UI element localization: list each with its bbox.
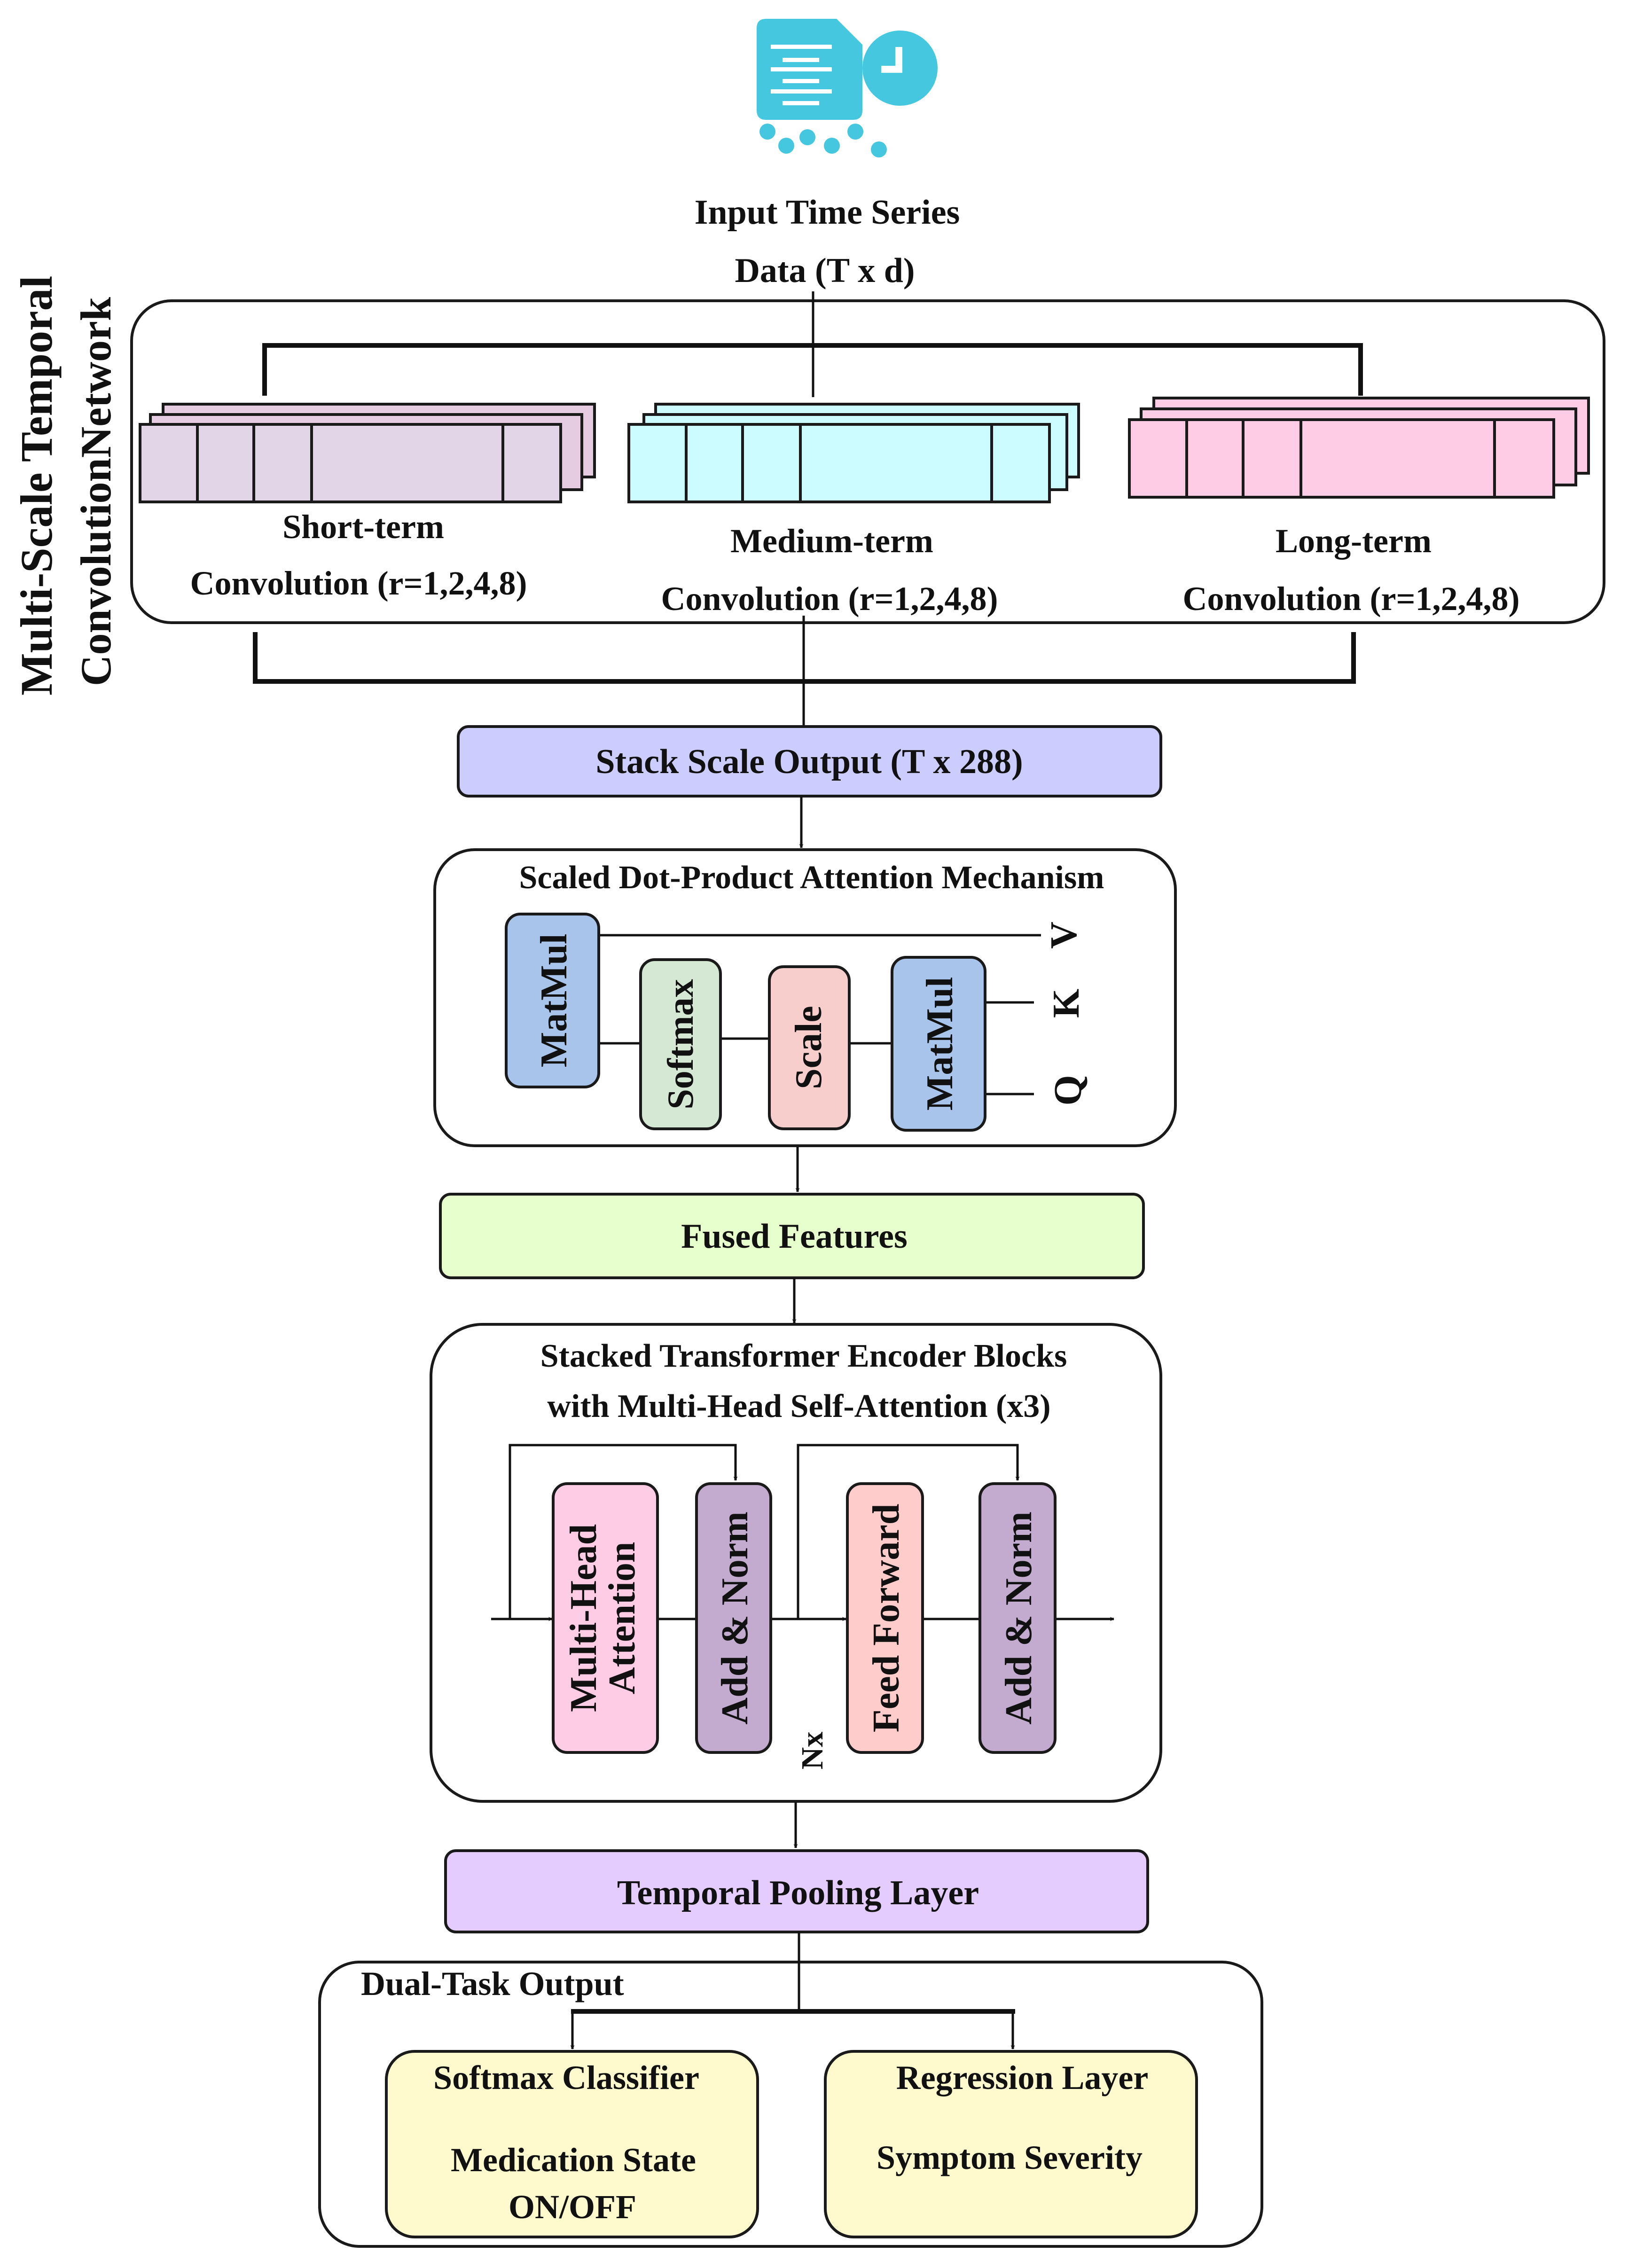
long-term-conv-block xyxy=(1128,397,1590,499)
input-timeseries-icon xyxy=(757,19,938,157)
add-norm-block-1 xyxy=(695,1482,772,1754)
dual-task-title: Dual-Task Output xyxy=(361,1965,624,2002)
multi-head-attention-label-line1: Multi-Head xyxy=(563,1524,604,1712)
stack-scale-output-label: Stack Scale Output (T x 288) xyxy=(595,743,1023,781)
on-off-label: ON/OFF xyxy=(509,2188,636,2226)
symptom-severity-label: Symptom Severity xyxy=(877,2139,1143,2176)
medium-term-conv-block xyxy=(627,403,1080,503)
tcn-side-label-line2: ConvolutionNetwork xyxy=(72,297,120,686)
fused-features-label: Fused Features xyxy=(681,1217,908,1256)
feed-forward-label: Feed Forward xyxy=(866,1504,907,1733)
medication-state-label: Medication State xyxy=(451,2141,696,2179)
softmax-block xyxy=(639,958,722,1130)
add-norm-label-2: Add & Norm xyxy=(998,1511,1040,1724)
temporal-pooling-block xyxy=(444,1849,1149,1933)
input-title-line1: Input Time Series xyxy=(695,193,960,232)
matmul-label-1: MatMul xyxy=(533,934,575,1067)
scale-label: Scale xyxy=(788,1006,830,1089)
softmax-label: Softmax xyxy=(660,979,701,1109)
medium-term-label: Medium-term xyxy=(730,522,933,560)
regression-layer-title: Regression Layer xyxy=(896,2059,1149,2096)
tcn-side-label-line1: Multi-Scale Temporal xyxy=(11,276,62,696)
stack-scale-output-block xyxy=(457,725,1162,798)
add-norm-label-1: Add & Norm xyxy=(714,1511,756,1724)
long-term-conv-label: Convolution (r=1,2,4,8) xyxy=(1182,580,1519,618)
repeat-nx-label: Nx xyxy=(795,1732,830,1770)
scale-block xyxy=(768,965,851,1130)
regression-layer-block xyxy=(824,2050,1198,2238)
feed-forward-block xyxy=(846,1482,924,1754)
transformer-title-line2: with Multi-Head Self-Attention (x3) xyxy=(547,1388,1050,1424)
softmax-classifier-block xyxy=(385,2050,759,2238)
matmul-block-2 xyxy=(891,956,986,1132)
fused-features-block xyxy=(439,1193,1145,1279)
input-q-label: Q xyxy=(1046,1075,1090,1105)
attention-title: Scaled Dot-Product Attention Mechanism xyxy=(519,860,1104,896)
short-term-conv-label: Convolution (r=1,2,4,8) xyxy=(190,564,527,602)
short-term-label: Short-term xyxy=(282,508,444,546)
input-title-line2: Data (T x d) xyxy=(735,251,915,290)
matmul-label-2: MatMul xyxy=(919,977,961,1111)
temporal-pooling-label: Temporal Pooling Layer xyxy=(617,1874,979,1912)
medium-term-conv-label: Convolution (r=1,2,4,8) xyxy=(661,580,998,618)
input-k-label: K xyxy=(1046,989,1087,1018)
input-v-label: V xyxy=(1043,922,1085,949)
matmul-block-1 xyxy=(505,913,600,1088)
multi-head-attention-block xyxy=(552,1482,659,1754)
softmax-classifier-title: Softmax Classifier xyxy=(433,2059,699,2096)
add-norm-block-2 xyxy=(978,1482,1057,1754)
long-term-label: Long-term xyxy=(1276,522,1432,560)
multi-head-attention-label-line2: Attention xyxy=(602,1542,643,1694)
transformer-title-line1: Stacked Transformer Encoder Blocks xyxy=(540,1338,1067,1374)
short-term-conv-block xyxy=(139,403,596,503)
